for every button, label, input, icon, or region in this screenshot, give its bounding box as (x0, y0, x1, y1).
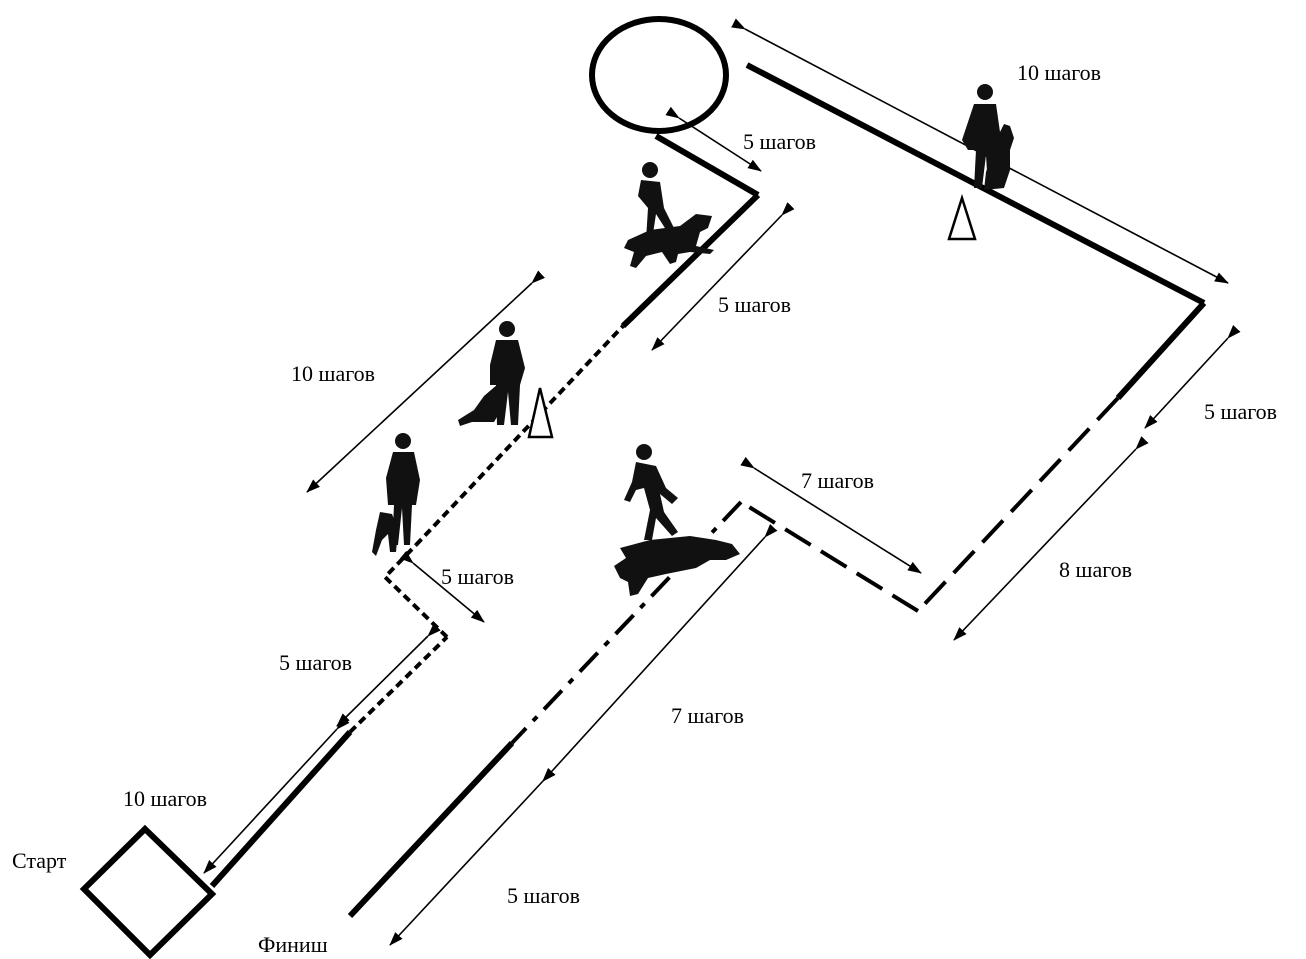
label-steps-5-bottom: 5 шагов (507, 883, 580, 908)
arrow-10-start (203, 716, 350, 874)
label-steps-10-middle: 10 шагов (291, 361, 375, 386)
label-steps-5-circle: 5 шагов (743, 129, 816, 154)
label-steps-5-lower-left: 5 шагов (279, 650, 352, 675)
arrow-7-upper (740, 456, 922, 574)
arrow-5-lower-left (336, 623, 441, 727)
handler-with-dog-sitting-icon (962, 84, 1014, 190)
path-right-solid (1115, 300, 1207, 401)
path-zigzag (382, 543, 449, 639)
arrow-5-bottom (389, 768, 556, 946)
arrow-8-right (953, 436, 1149, 641)
label-steps-10-start: 10 шагов (123, 786, 207, 811)
handler-with-dog-heeling-icon (624, 162, 714, 268)
path-start-dashed (348, 635, 449, 734)
label-steps-7-lower: 7 шагов (671, 703, 744, 728)
label-start: Старт (12, 848, 67, 873)
label-finish: Финиш (258, 932, 328, 957)
cone-icon (947, 193, 977, 241)
label-steps-5-right: 5 шагов (1204, 399, 1277, 424)
handler-running-dog-icon (614, 444, 740, 596)
arrow-5-zigzag (399, 550, 485, 623)
label-steps-5-upper-mid: 5 шагов (718, 292, 791, 317)
label-steps-8-right: 8 шагов (1059, 557, 1132, 582)
arrow-10-middle (306, 270, 545, 493)
arrow-7-lower (542, 524, 778, 782)
label-steps-5-zigzag: 5 шагов (441, 564, 514, 589)
label-steps-7-upper: 7 шагов (801, 468, 874, 493)
handler-walking-dog-icon (372, 433, 420, 556)
label-steps-10-top: 10 шагов (1017, 60, 1101, 85)
path-start-solid (209, 729, 353, 889)
path-finish-solid (347, 740, 515, 919)
cone-icon (527, 387, 554, 439)
circle-turn-icon (589, 16, 729, 134)
path-inner-dashed (739, 500, 920, 613)
start-square-icon (79, 824, 217, 959)
arrow-5-right (1144, 325, 1241, 429)
handler-with-dog-sitting-icon (458, 321, 525, 426)
